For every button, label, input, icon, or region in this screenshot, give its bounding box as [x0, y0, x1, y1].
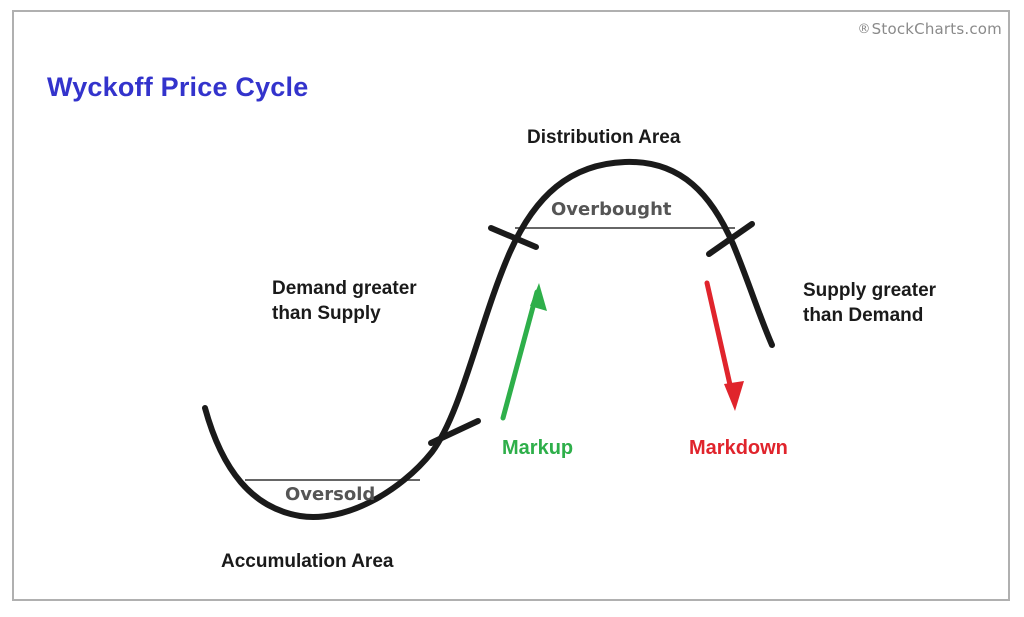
stockcharts-watermark: ®StockCharts.com: [857, 20, 1002, 38]
watermark-text: StockCharts.com: [871, 20, 1002, 38]
label-markup: Markup: [502, 437, 574, 459]
label-accumulation-area: Accumulation Area: [221, 551, 394, 572]
label-overbought: Overbought: [551, 199, 672, 220]
registered-mark-icon: ®: [857, 22, 871, 37]
label-oversold: Oversold: [285, 484, 376, 505]
label-markdown: Markdown: [689, 437, 788, 459]
label-demand-greater-than-supply: Demand greater than Supply: [272, 278, 417, 325]
label-supply-greater-than-demand: Supply greater than Demand: [803, 280, 937, 327]
label-distribution-area: Distribution Area: [527, 127, 681, 148]
page-title: Wyckoff Price Cycle: [47, 72, 309, 102]
